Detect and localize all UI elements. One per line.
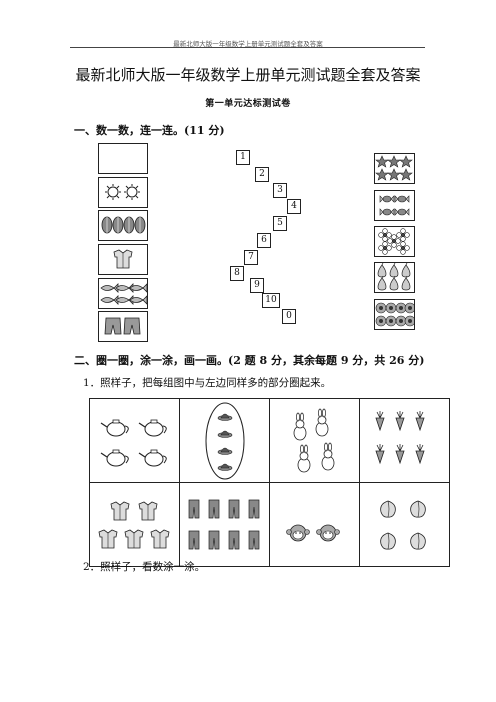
picture-table: [89, 398, 450, 567]
header-divider: [70, 47, 425, 48]
number-box[interactable]: 0: [282, 309, 296, 324]
number-box[interactable]: 10: [262, 293, 280, 308]
section-1-heading: 一、数一数，连一连。(11 分): [74, 124, 225, 137]
peach-cell[interactable]: [359, 482, 450, 567]
pear-picture[interactable]: [374, 262, 415, 293]
number-box[interactable]: 9: [250, 278, 264, 293]
section-2-heading: 二、圈一圈，涂一涂，画一画。(2 题 8 分，其余每题 9 分，共 26 分): [74, 354, 425, 367]
leaf-picture[interactable]: [98, 210, 148, 241]
sun-picture[interactable]: [98, 177, 148, 208]
teapot-cell[interactable]: [89, 398, 180, 483]
monkey-cell[interactable]: [269, 482, 360, 567]
number-box[interactable]: 1: [236, 150, 250, 165]
question-2-text: 2．照样子，看数涂一涂。: [83, 561, 206, 573]
shirt-picture[interactable]: [98, 244, 148, 275]
table-row: [89, 482, 450, 567]
page-header: 最新北师大版一年级数学上册单元测试题全套及答案: [173, 40, 323, 48]
number-box[interactable]: 7: [244, 250, 258, 265]
document-title: 最新北师大版一年级数学上册单元测试题全套及答案: [75, 66, 421, 84]
carrot-cell[interactable]: [359, 398, 450, 483]
number-box[interactable]: 8: [230, 266, 244, 281]
candy-picture[interactable]: [374, 190, 415, 221]
shorts-picture[interactable]: [98, 311, 148, 342]
number-box[interactable]: 5: [273, 216, 287, 231]
table-row: [89, 398, 450, 483]
pants-cell[interactable]: [179, 482, 270, 567]
bloom-picture[interactable]: [374, 299, 415, 330]
hat-cell[interactable]: [179, 398, 270, 483]
number-box[interactable]: 2: [255, 167, 269, 182]
number-box[interactable]: 3: [273, 183, 287, 198]
shirt-cell[interactable]: [89, 482, 180, 567]
number-box[interactable]: 6: [257, 233, 271, 248]
number-box[interactable]: 4: [287, 199, 301, 214]
empty-box[interactable]: [98, 143, 148, 174]
star-picture[interactable]: [374, 153, 415, 184]
rabbit-cell[interactable]: [269, 398, 360, 483]
question-1-text: 1．照样子，把每组图中与左边同样多的部分圈起来。: [83, 377, 332, 389]
flower-picture[interactable]: [374, 226, 415, 257]
document-subtitle: 第一单元达标测试卷: [205, 99, 291, 109]
fish-picture[interactable]: [98, 278, 148, 309]
